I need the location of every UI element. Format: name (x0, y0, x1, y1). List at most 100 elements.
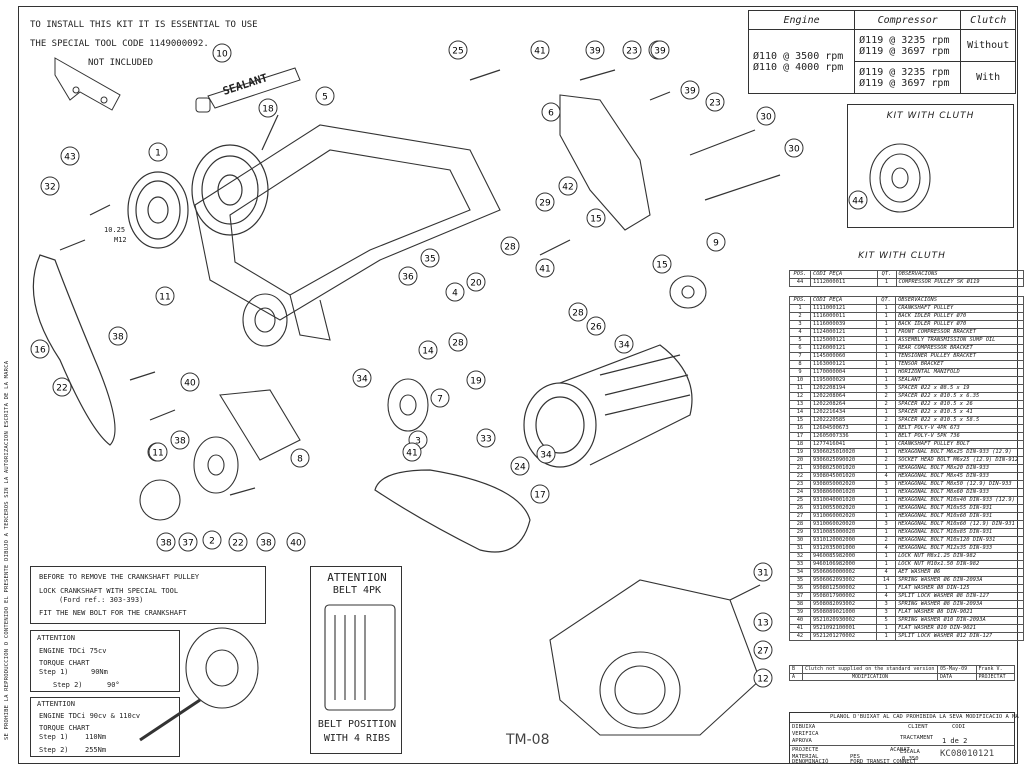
damper-pulley (191, 114, 279, 236)
cell-code: 9310120002000 (809, 536, 878, 545)
cell-observations: SEALANT (895, 376, 1024, 385)
cell-code: 1111000121 (809, 304, 878, 313)
belt-4pk (32, 254, 116, 446)
callout-circle (30, 339, 50, 359)
cell-pos: 32 (789, 552, 811, 561)
callout-14: 14 (418, 340, 438, 360)
callout-number: 39 (589, 47, 601, 57)
cell-qty: 2 (876, 536, 897, 545)
cell-observations: HEXAGONAL BOLT M10x60 (12.9) DIN-931 (895, 520, 1024, 529)
cell-pos: 10 (789, 376, 811, 385)
title-weight: PES (850, 754, 860, 760)
callout-38: 38 (108, 326, 128, 346)
callout-number: 13 (757, 619, 768, 629)
cell-qty: 1 (876, 584, 897, 593)
cell-qty: 1 (876, 278, 897, 287)
modifications-table: B Clutch not supplied on the standard ve… (789, 665, 1015, 681)
callout-38: 38 (156, 532, 176, 552)
cell-pos: 34 (789, 568, 811, 577)
callout-circle (60, 146, 80, 166)
cell-observations: SPACER Ø22 x Ø10.5 x 58.5 (895, 416, 1024, 425)
callout-number: 38 (174, 437, 186, 447)
cell-pos: 41 (789, 624, 811, 633)
callout-34: 34 (614, 334, 634, 354)
callout-6: 6 (541, 102, 561, 122)
callout-number: 6 (548, 109, 554, 119)
callout-17: 17 (530, 484, 550, 504)
cell-code: 12605007336 (809, 432, 878, 441)
cell-code: 9308060001020 (809, 488, 878, 497)
cell-pos: 33 (789, 560, 811, 569)
callout-circle (448, 40, 468, 60)
callout-circle (706, 232, 726, 252)
callout-circle (753, 640, 773, 660)
callout-circle (585, 40, 605, 60)
cell-qty: 1 (876, 320, 897, 329)
title-block: PLANOL D'BUIXAT AL CAD PROHIBIDA LA SEVA… (789, 712, 1019, 765)
callout-circle (586, 316, 606, 336)
cell-code: 1202208064 (809, 392, 878, 401)
callout-circle (418, 340, 438, 360)
cell-pos: 38 (789, 600, 811, 609)
callout-10: 10 (212, 43, 232, 63)
cell-observations: HEXAGONAL BOLT M8x20 DIN-933 (895, 464, 1024, 473)
callout-circle (445, 282, 465, 302)
callout-41: 41 (402, 442, 422, 462)
cell-observations: HEXAGONAL BOLT M10x40 DIN-933 (12.9) (895, 496, 1024, 505)
tool-note-line2: THE SPECIAL TOOL CODE 1149000092. (30, 39, 209, 49)
attention-step2-label: Step 2) (39, 746, 69, 754)
callout-number: 39 (684, 87, 696, 97)
callout-number: 9 (713, 239, 719, 249)
cell-pos: 4 (789, 328, 811, 337)
attention-step2-value: 255Nm (85, 746, 107, 754)
cell-code: 9508012500002 (809, 584, 878, 593)
cell-pos: 27 (789, 512, 811, 521)
kit-with-clutch-title: KIT WITH CLUTH (886, 111, 975, 121)
cell-code: 9306025090020 (809, 456, 878, 465)
callout-circle (500, 236, 520, 256)
cell-qty: 1 (876, 632, 897, 641)
col-observations: OBSERVACIONS (895, 270, 1024, 279)
callout-circle (148, 142, 168, 162)
cell-observations: HEXAGONAL BOLT M10x60 DIN-931 (895, 512, 1024, 521)
cell-code: 1124000121 (809, 328, 878, 337)
callout-7: 7 (430, 388, 450, 408)
title-project: PROJECTE (792, 747, 819, 753)
col-qty: QT. (876, 270, 897, 279)
callout-number: 30 (788, 145, 800, 155)
callout-number: 32 (44, 183, 55, 193)
attention-step1-label: Step 1) (39, 668, 69, 676)
idler-pulley-front (242, 293, 288, 347)
dimension-label-1: 10.25 (104, 226, 126, 234)
cell-code: 9306025010020 (809, 448, 878, 457)
callout-circle (614, 334, 634, 354)
title-material: MATERIAL (792, 754, 819, 760)
cell-observations: TENSOR BRACKET (895, 360, 1024, 369)
cell-pos: 7 (789, 352, 811, 361)
cell-code: 1125000121 (809, 336, 878, 345)
cell-observations: SPRING WASHER Ø8 DIN-2093A (895, 600, 1024, 609)
mod-rev: A (789, 672, 803, 681)
cell-code: 1277416041 (809, 440, 878, 449)
cell-code: 9310055002020 (809, 504, 878, 513)
compressor-speed: Ø119 @ 3235 rpm (859, 66, 950, 78)
attention-pulley-illustration (139, 627, 259, 742)
cell-code: 9521092100001 (809, 624, 878, 633)
title-scale-value: 0.350 (902, 756, 919, 762)
callout-31: 31 (753, 562, 773, 582)
attention-crankshaft-box: BEFORE TO REMOVE THE CRANKSHAFT PULLEY L… (30, 566, 266, 624)
callout-circle (420, 248, 440, 268)
callout-number: 30 (760, 113, 772, 123)
title-code-label: CODI (952, 724, 966, 730)
callout-28: 28 (448, 332, 468, 352)
